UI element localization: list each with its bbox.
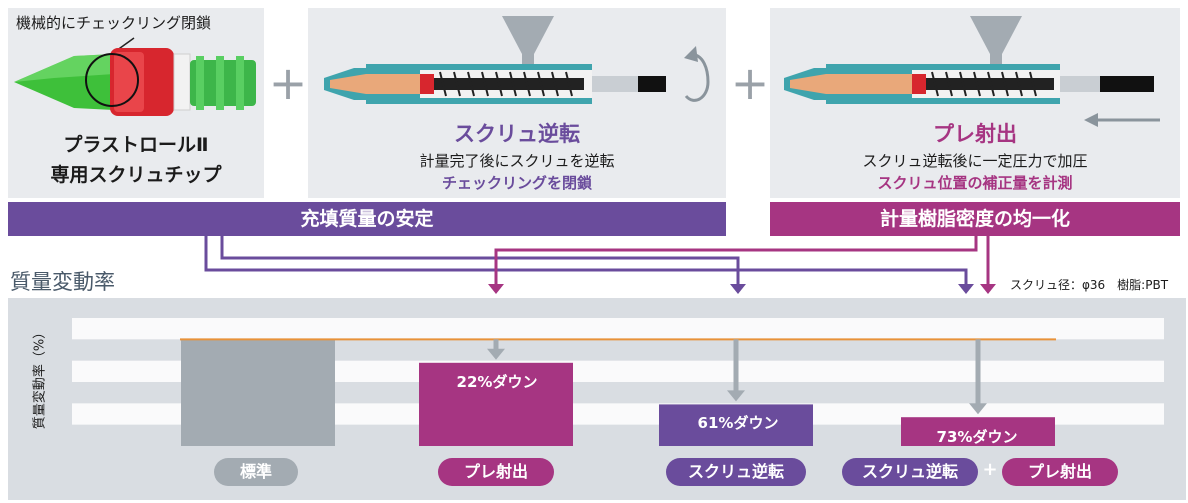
- preinject-line2: スクリュ位置の補正量を計測: [877, 174, 1073, 192]
- category-pill-combo-preinject: プレ射出: [1002, 458, 1118, 486]
- category-plus: +: [982, 459, 998, 480]
- test-conditions: スクリュ径：φ36 樹脂:PBT: [1010, 278, 1169, 292]
- category-pill-reverse: スクリュ逆転: [666, 458, 806, 486]
- grid-stripe: [72, 360, 1164, 382]
- category-pill-standard: 標準: [214, 458, 298, 486]
- bar-2: [659, 404, 813, 446]
- bar-3: [901, 417, 1055, 446]
- category-pill-preinject: プレ射出: [438, 458, 554, 486]
- plus-sign-1: +: [268, 56, 308, 110]
- bar-label-reverse: 61%ダウン: [697, 414, 779, 432]
- band-density-uniformity: 計量樹脂密度の均一化: [770, 202, 1180, 236]
- tip-title-line1: プラストロールⅡ: [63, 134, 209, 156]
- grid-stripe: [72, 403, 1164, 425]
- tip-title-line2: 専用スクリュチップ: [50, 164, 222, 186]
- mass-variation-chart: [72, 318, 1164, 446]
- reverse-title: スクリュ逆転: [454, 122, 580, 146]
- reverse-line2: チェックリングを閉鎖: [441, 174, 592, 192]
- grid-stripe: [72, 318, 1164, 340]
- screw-tip-illustration: [14, 37, 256, 116]
- bar-0: [181, 339, 335, 446]
- screw-reverse-illustration: [324, 16, 710, 104]
- preinject-line1: スクリュ逆転後に一定圧力で加圧: [862, 152, 1088, 170]
- chart-heading: 質量変動率: [10, 270, 115, 294]
- reduction-arrow-head-2: [727, 390, 745, 402]
- connector-arrows: [204, 236, 996, 294]
- bar-label-combo: 73%ダウン: [936, 428, 1018, 446]
- band-fill-mass-stability: 充填質量の安定: [8, 202, 726, 236]
- push-arrow-icon: [1084, 113, 1160, 127]
- bar-1: [419, 362, 573, 446]
- category-pill-combo-reverse: スクリュ逆転: [842, 458, 978, 486]
- tip-callout: 機械的にチェックリング閉鎖: [16, 14, 212, 32]
- preinject-title: プレ射出: [933, 122, 1017, 146]
- reduction-arrow-head-3: [969, 403, 987, 415]
- y-axis-label: 質量変動率（%）: [32, 325, 48, 430]
- bar-label-preinject: 22%ダウン: [456, 373, 538, 391]
- reduction-arrow-head-1: [487, 348, 505, 360]
- reverse-line1: 計量完了後にスクリュを逆転: [419, 152, 615, 170]
- screw-preinject-illustration: [784, 16, 1154, 104]
- plus-sign-2: +: [730, 56, 770, 110]
